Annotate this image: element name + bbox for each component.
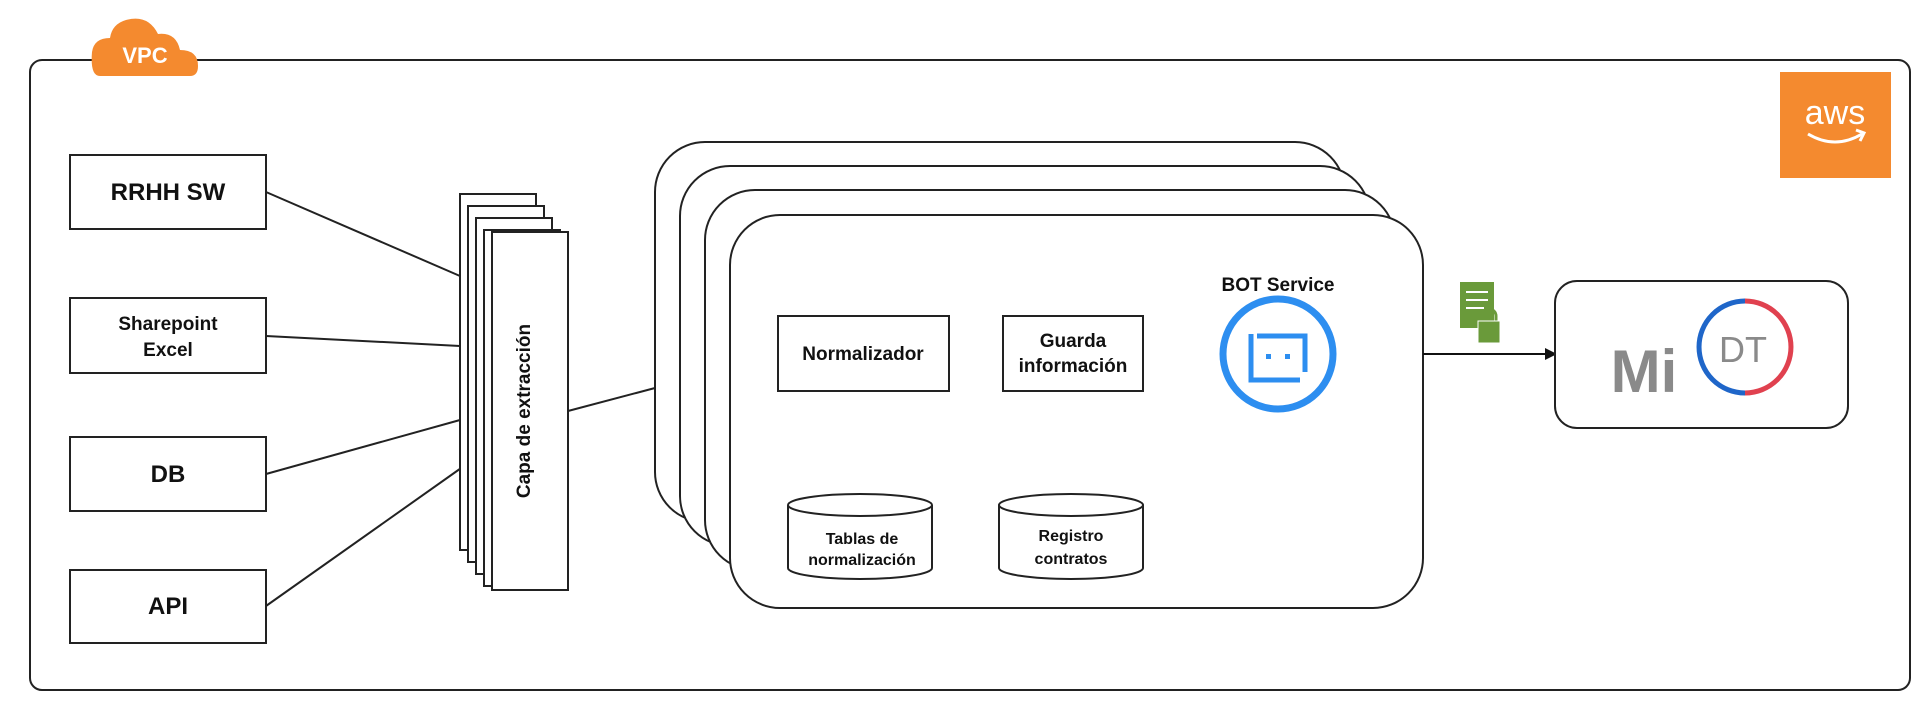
aws-label: aws [1805,94,1865,132]
storage-label-line1: Guarda [1040,331,1107,352]
source-label-sharepoint: Sharepoint [118,314,218,335]
db-tables-label-line2: normalización [808,552,916,569]
extraction-label: Capa de extracción [514,324,535,498]
source-box-sharepoint: Sharepoint Excel [69,297,267,374]
mi-dt-logo-mi: Mi [1611,338,1678,405]
db-contracts-label-line2: contratos [1035,551,1108,568]
extraction-layer: Capa de extracción [459,193,569,591]
normalizer-label: Normalizador [802,344,924,365]
source-label-excel: Excel [143,340,193,361]
connector-extraction-processing [567,387,656,412]
bot-service-label: BOT Service [1222,275,1335,296]
mi-dt-box: Mi DT [1554,280,1849,429]
source-label-db: DB [151,461,186,488]
connector-api [265,465,465,607]
db-tables-label-line1: Tablas de [826,531,899,548]
bot-service-icon [1219,295,1337,413]
db-tables-normalization: Tablas de normalización [787,493,933,580]
source-label-rrhh: RRHH SW [111,179,226,206]
source-label-api: API [148,593,188,620]
connector-db [265,419,461,475]
connector-sharepoint [265,335,461,347]
aws-logo: aws [1780,72,1891,178]
normalizer-box: Normalizador [777,315,950,392]
certificate-lock-icon [1460,282,1501,344]
source-box-rrhh: RRHH SW [69,154,267,230]
vpc-cloud-icon: VPC [91,18,198,76]
mi-dt-logo-ring [1696,298,1794,396]
mi-dt-logo-dt: DT [1719,329,1767,370]
vpc-label: VPC [122,43,167,68]
storage-label-line2: información [1019,356,1128,377]
processing-stack [654,141,1424,609]
vpc-container [29,59,1911,691]
connector-rrhh [265,191,461,277]
source-box-api: API [69,569,267,644]
source-connectors [265,191,656,607]
db-contracts-label-line1: Registro [1039,528,1104,545]
db-contracts-registry: Registro contratos [998,493,1144,580]
source-box-db: DB [69,436,267,512]
storage-box: Guarda información [1002,315,1144,392]
